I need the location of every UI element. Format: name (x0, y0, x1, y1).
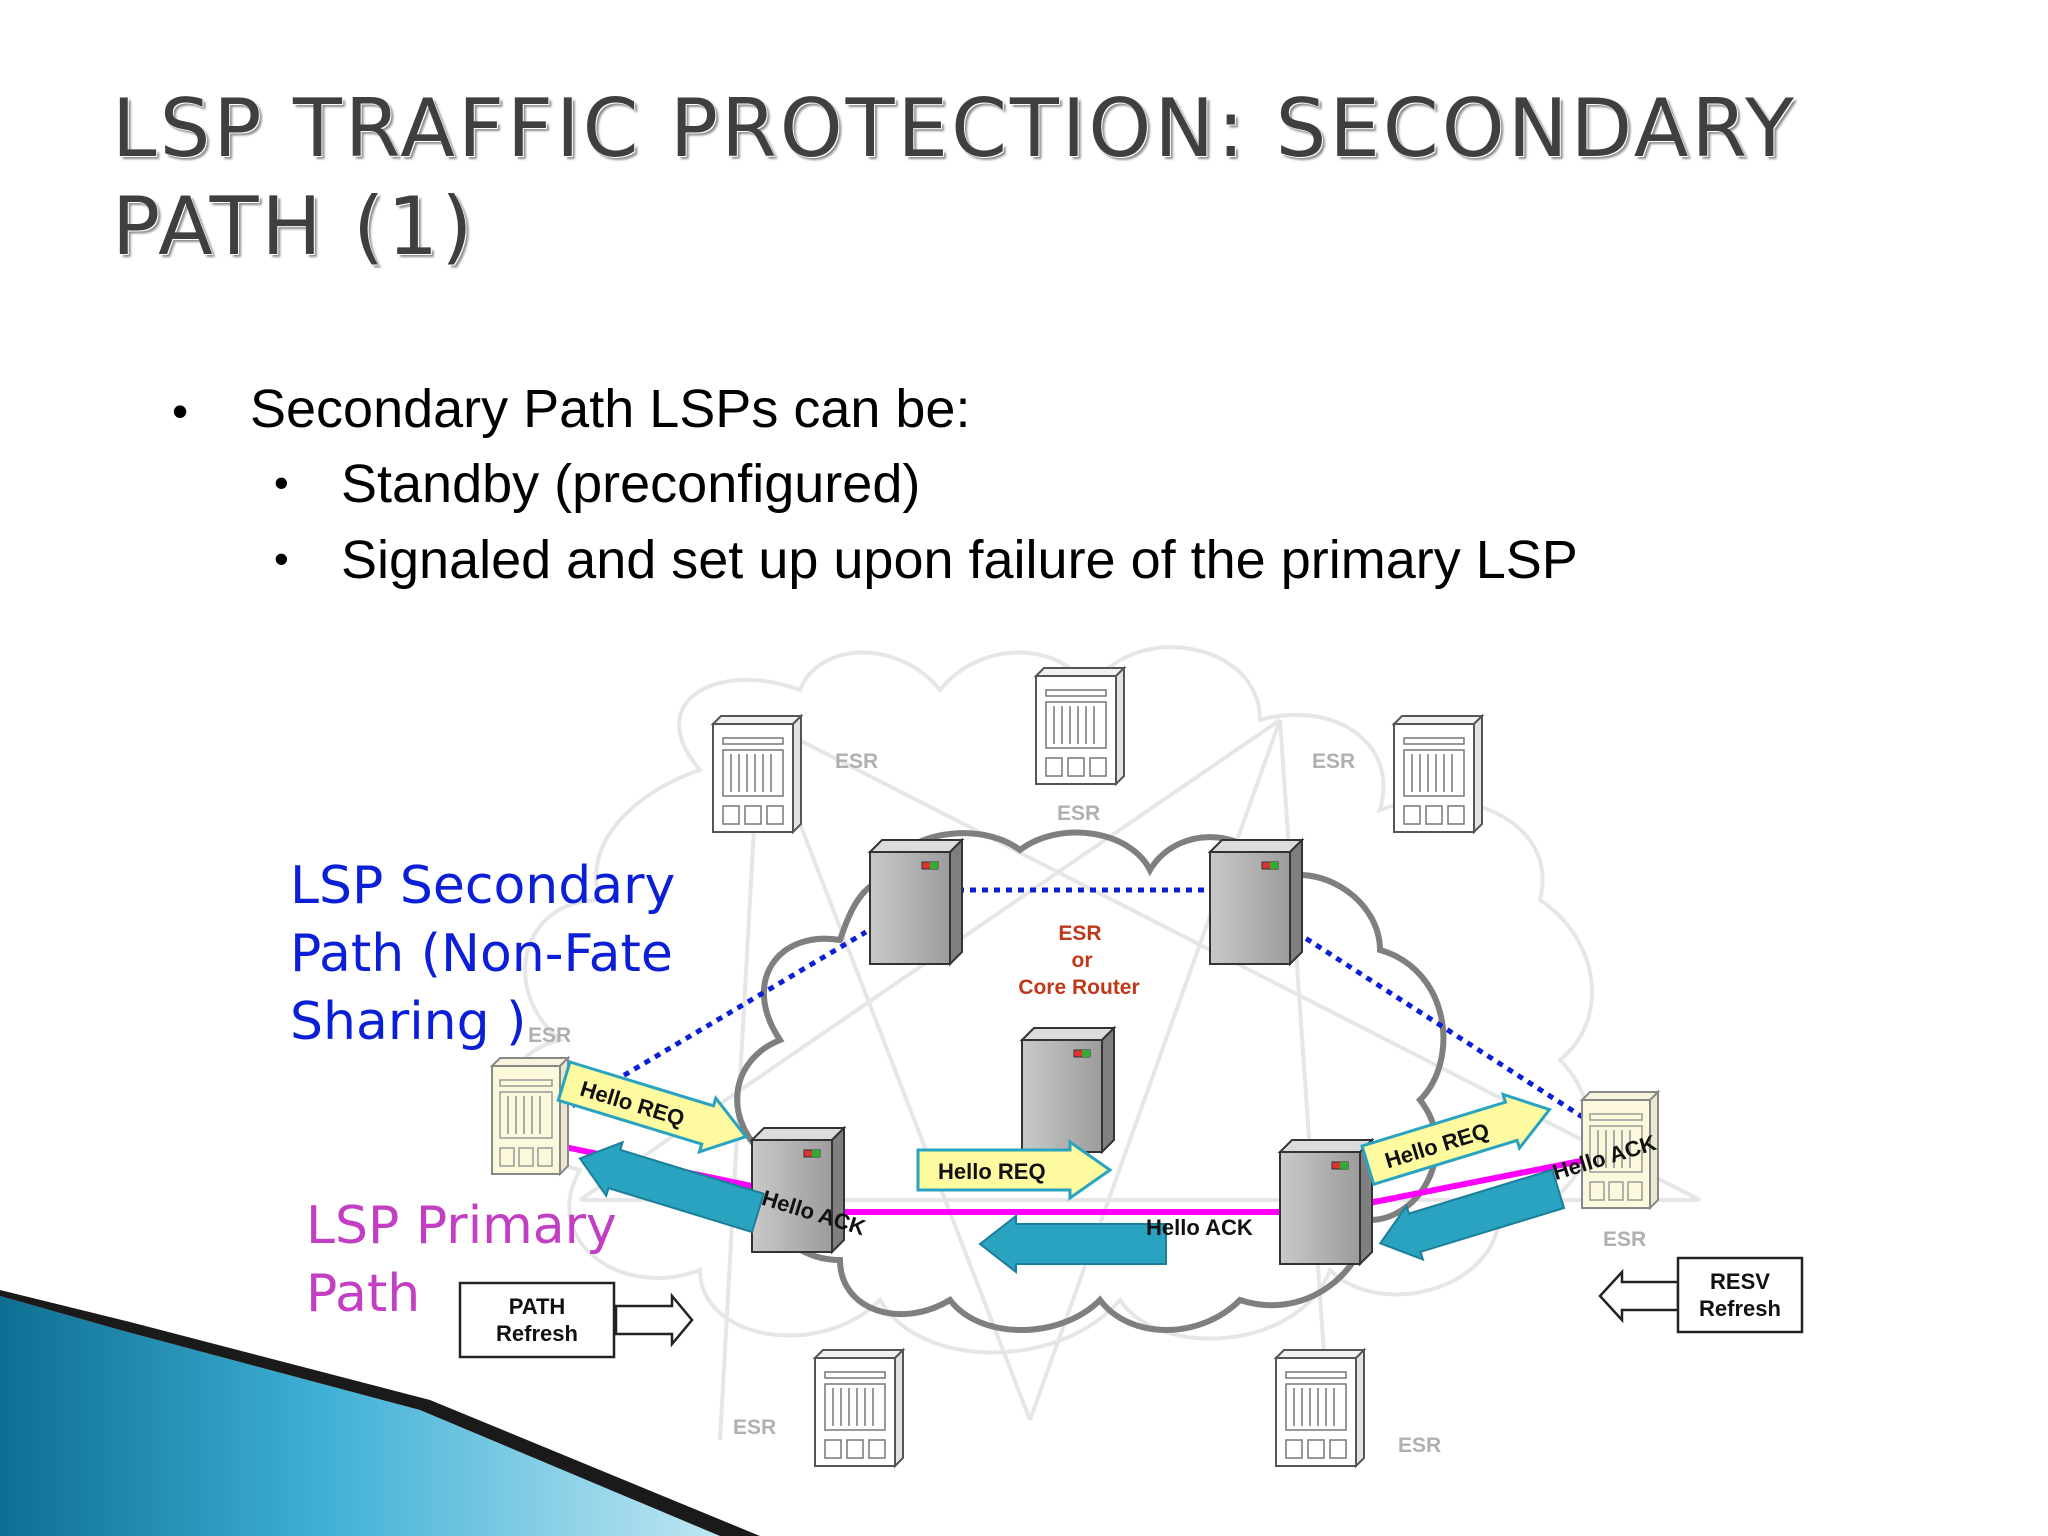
path-refresh-line-1: PATH (509, 1294, 566, 1319)
esr-router-top-left (712, 715, 802, 833)
bullet-sub1: Standby (preconfigured) (341, 454, 921, 514)
path-refresh-arrow (614, 1292, 694, 1348)
path-refresh-box: PATH Refresh (458, 1281, 616, 1359)
core-router-top-left (869, 839, 963, 965)
bullet-marker-sub2: • (274, 535, 289, 582)
resv-refresh-line-1: RESV (1710, 1269, 1770, 1294)
hello-req-label-center: Hello REQ (938, 1159, 1046, 1184)
primary-path-label-line-1: LSP Primary (306, 1196, 617, 1256)
hello-ack-arrow-center: Hello ACK (978, 1213, 1253, 1275)
resv-refresh-arrow (1598, 1268, 1680, 1324)
bullet-sub2: Signaled and set up upon failure of the … (341, 530, 1578, 590)
core-router-top-right (1209, 839, 1303, 965)
esr-label-top-center: ESR (1057, 802, 1100, 825)
esr-label-left: ESR (528, 1024, 571, 1047)
core-label-line-1: ESR (1058, 922, 1101, 945)
slide-title-line-2: PATH (1) (112, 180, 476, 273)
bullet-marker-sub1: • (274, 459, 289, 506)
bullet-marker-main: • (172, 385, 189, 437)
esr-label-bottom-left: ESR (733, 1416, 776, 1439)
path-refresh-line-2: Refresh (496, 1321, 578, 1346)
core-label-line-3: Core Router (1018, 976, 1139, 999)
bullet-main: Secondary Path LSPs can be: (250, 379, 971, 439)
esr-label-top-left: ESR (835, 750, 878, 773)
esr-label-top-right: ESR (1312, 750, 1355, 773)
core-cloud (734, 829, 1447, 1333)
hello-req-arrow-left: Hello REQ (556, 1060, 749, 1155)
core-router-center (1021, 1027, 1115, 1153)
primary-path-label-line-2: Path (306, 1264, 421, 1324)
esr-router-bottom-left (814, 1349, 904, 1467)
primary-path-label: LSP Primary Path (306, 1192, 617, 1328)
secondary-path-label-line-1: LSP Secondary (290, 856, 676, 916)
esr-router-bottom-right (1275, 1349, 1365, 1467)
hello-ack-label-center: Hello ACK (1146, 1215, 1253, 1240)
esr-label-bottom-right: ESR (1398, 1434, 1441, 1457)
decorative-swoosh (0, 1290, 760, 1536)
hello-req-arrow-right: Hello REQ (1360, 1092, 1553, 1187)
esr-label-right: ESR (1603, 1228, 1646, 1251)
secondary-path-label-line-3: Sharing ) (290, 992, 527, 1052)
resv-refresh-line-2: Refresh (1699, 1296, 1781, 1321)
hello-req-arrow-center: Hello REQ (916, 1139, 1113, 1201)
esr-router-left (491, 1057, 569, 1175)
secondary-path (560, 887, 1586, 1121)
core-router-right (1279, 1139, 1373, 1265)
resv-refresh-box: RESV Refresh (1676, 1256, 1804, 1334)
secondary-path-label: LSP Secondary Path (Non-Fate Sharing ) (290, 852, 675, 1056)
secondary-path-label-line-2: Path (Non-Fate (290, 924, 673, 984)
slide-title-line-1: LSP TRAFFIC PROTECTION: SECONDARY (112, 82, 1797, 175)
core-label-line-2: or (1072, 949, 1093, 972)
esr-router-top-right (1393, 715, 1483, 833)
esr-router-top-center (1035, 667, 1125, 785)
